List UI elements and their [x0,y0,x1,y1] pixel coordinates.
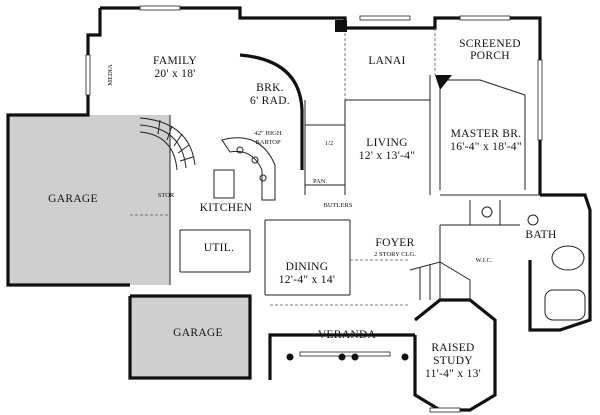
label-wic: W.I.C. [476,257,493,264]
interior-walls [130,28,540,306]
label-foyer-note: 2 STORY CLG. [374,251,416,258]
label-porch: PORCH [470,50,510,62]
label-screened: SCREENED [459,38,521,50]
label-study: STUDY [433,355,473,367]
label-breakfast: BRK. [256,82,284,94]
label-media: MEDIA [107,64,114,86]
label-family-size: 20' x 18' [154,68,195,80]
label-dining-size: 12'-4" x 14' [279,274,336,286]
room-labels: FAMILY 20' x 18' MEDIA BRK. 6' RAD. LANA… [48,38,556,380]
columns [286,20,452,361]
label-garage-bottom: GARAGE [173,327,223,339]
label-veranda: VERANDA [318,329,377,341]
label-master: MASTER BR. [451,128,522,140]
label-lanai: LANAI [368,55,405,67]
label-raised: RAISED [431,342,474,354]
breakfast-nook-wall [239,53,304,170]
bath-fixtures [481,206,586,321]
label-stor: STOR [158,192,175,199]
label-garage-top: GARAGE [48,193,98,205]
label-foyer: FOYER [375,237,414,249]
label-butlers: BUTLERS [324,202,353,209]
garage-hatch [8,115,250,378]
label-bartop-1: 42" HIGH [254,130,281,137]
label-living-size: 12' x 13'-4" [359,150,416,162]
label-util: UTIL. [204,242,235,254]
label-pantry: PAN. [313,178,327,185]
label-living: LIVING [366,137,407,149]
label-family: FAMILY [153,55,197,67]
label-bartop-2: BARTOP [255,139,281,146]
label-half-bath: 1/2 [325,140,333,147]
label-bath: BATH [525,229,556,241]
label-study-size: 11'-4" x 13' [425,368,481,380]
kitchen-island [213,137,276,201]
label-dining: DINING [286,261,329,273]
label-breakfast-size: 6' RAD. [250,95,290,107]
foyer-stair [409,261,471,300]
label-master-size: 16'-4" x 18'-4" [450,141,522,153]
curved-stair [139,117,196,171]
label-kitchen: KITCHEN [200,202,253,214]
